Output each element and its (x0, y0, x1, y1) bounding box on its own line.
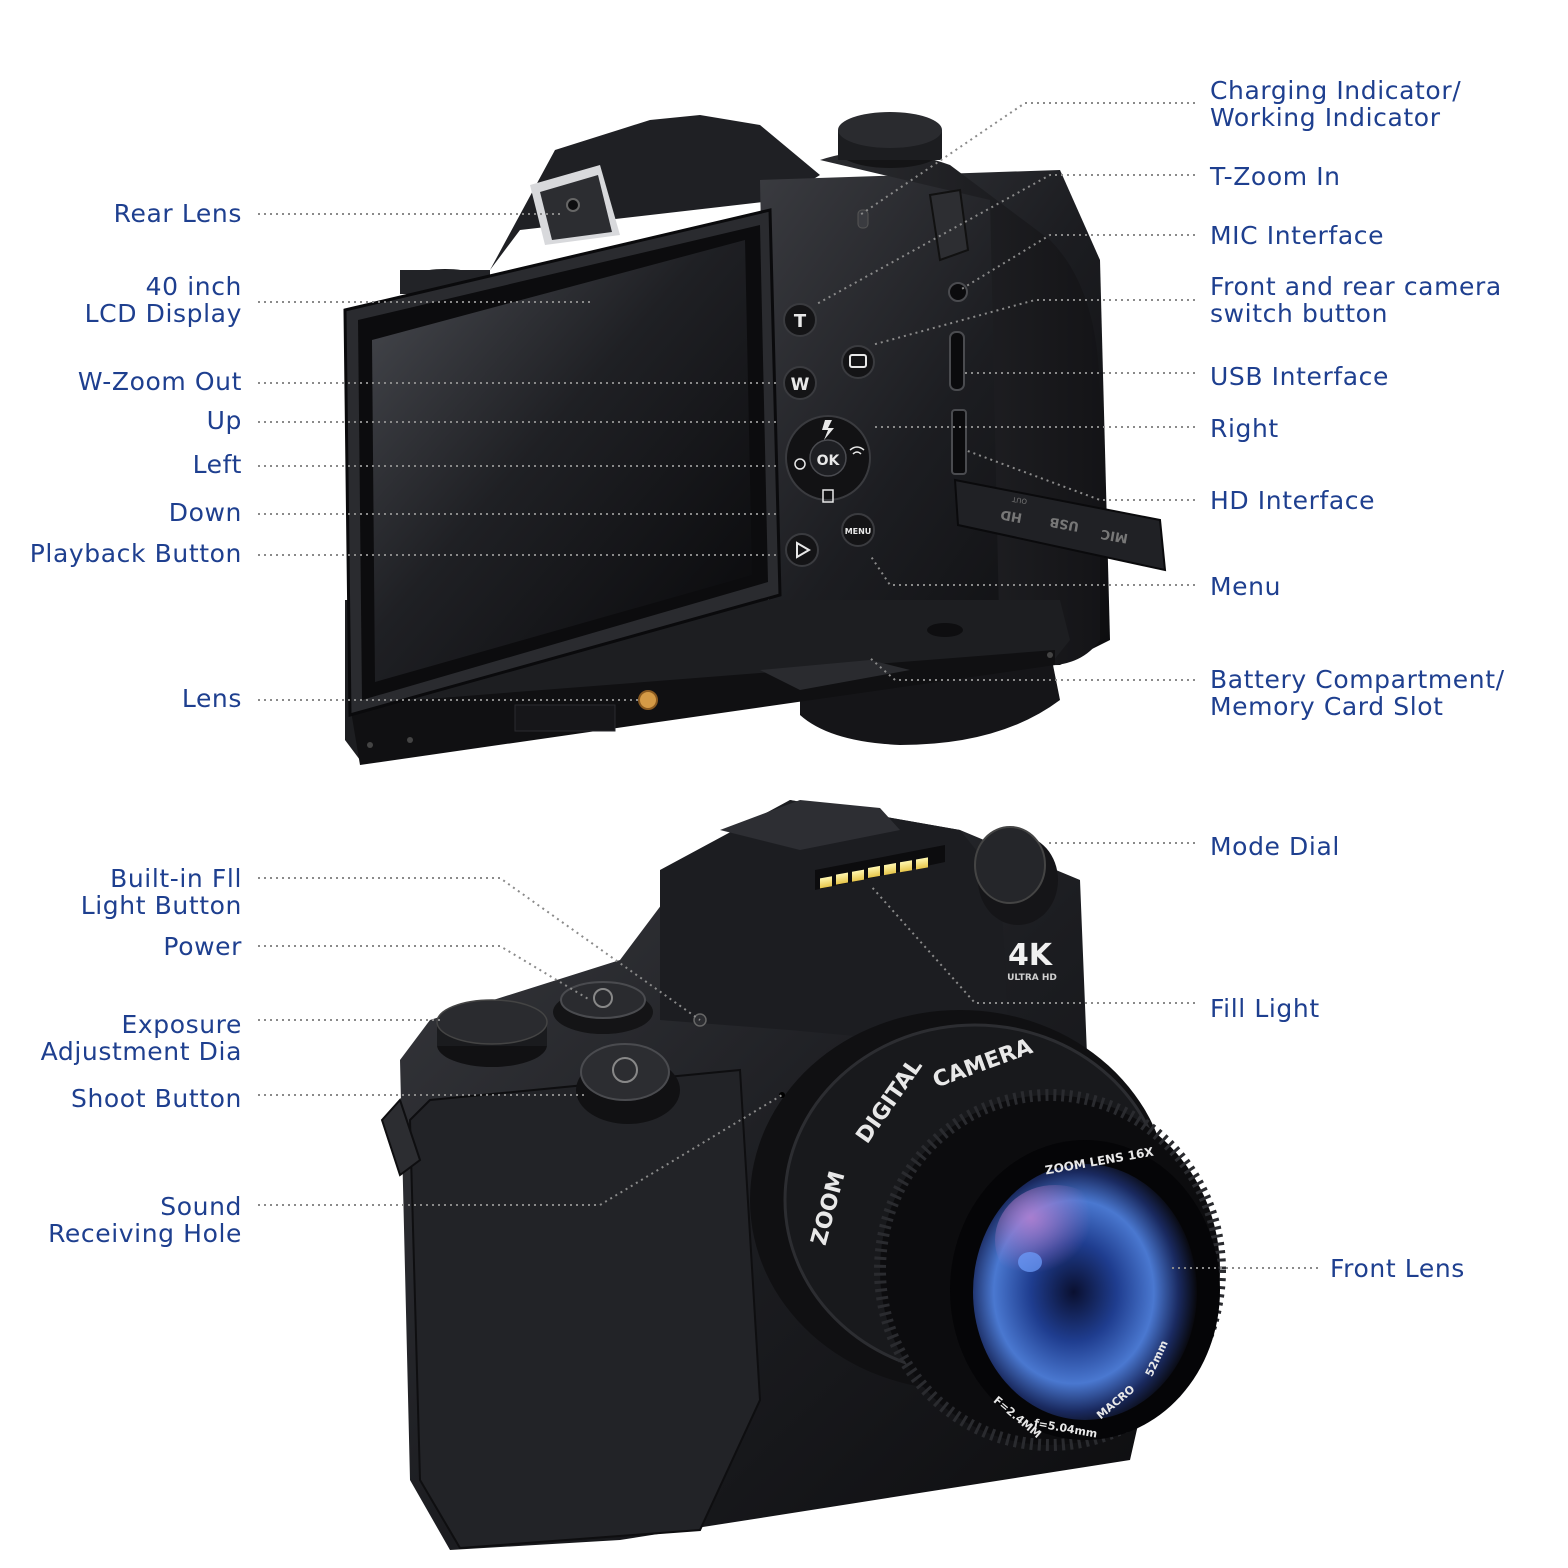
fill-light-leds (820, 857, 928, 889)
label-rear-lens: Rear Lens (113, 199, 242, 228)
label-front-lens: Front Lens (1330, 1254, 1465, 1283)
front-camera: 4K ULTRA HD ZOOM DIGITAL CAMERA ZOOM LEN… (380, 800, 1226, 1550)
label-shoot-button: Shoot Button (71, 1084, 242, 1113)
port-mic-label: MIC (1100, 526, 1130, 546)
port-hd-label: HD (999, 506, 1023, 525)
w-button-label: W (791, 375, 810, 395)
t-button-label: T (794, 311, 807, 332)
label-power: Power (163, 932, 242, 961)
label-menu: Menu (1210, 572, 1282, 601)
badge-4k: 4K (1008, 938, 1054, 973)
label-lens: Lens (181, 684, 242, 713)
label-mic-interface: MIC Interface (1210, 221, 1385, 250)
menu-button-label: MENU (845, 527, 872, 536)
label-t-zoom-in: T-Zoom In (1210, 162, 1341, 191)
rear-buttons: T W OK MENU (783, 303, 875, 567)
leader-lines (258, 102, 1318, 1269)
label-fill-light: Fill Light (1210, 994, 1320, 1023)
label-w-zoom-out: W-Zoom Out (77, 367, 242, 396)
label-battery-compartment: Battery Compartment/Memory Card Slot (1210, 665, 1505, 721)
badge-ultrahd: ULTRA HD (1007, 973, 1057, 983)
port-out-label: OUT (1011, 495, 1028, 506)
label-hd-interface: HD Interface (1210, 486, 1376, 515)
label-down: Down (168, 498, 242, 527)
label-mode-dial: Mode Dial (1210, 832, 1340, 861)
ok-button-label: OK (817, 453, 841, 469)
label-right: Right (1210, 414, 1279, 443)
label-playback-button: Playback Button (29, 539, 242, 568)
label-charging-indicator: Charging Indicator/Working Indicator (1210, 76, 1462, 132)
label-usb-interface: USB Interface (1210, 362, 1389, 391)
label-up: Up (206, 406, 242, 435)
rear-camera: T W OK MENU HD OUT USB MIC (343, 112, 1167, 765)
label-left: Left (192, 450, 242, 479)
port-usb-label: USB (1048, 513, 1080, 533)
